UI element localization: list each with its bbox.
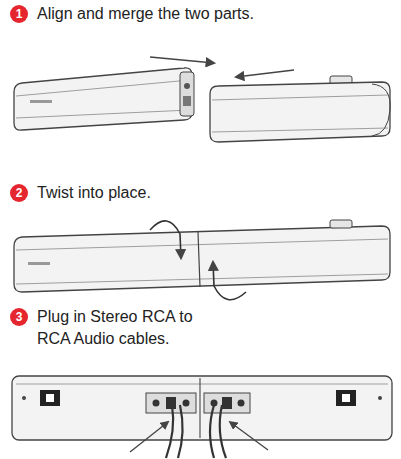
soundbar-merged — [14, 220, 390, 292]
step-instruction: Align and merge the two parts. — [37, 3, 397, 25]
soundbar-right-half — [210, 76, 390, 142]
step-instruction: Twist into place. — [37, 182, 397, 204]
soundbar-left-half — [14, 68, 194, 130]
step-instruction: Plug in Stereo RCA to RCA Audio cables. — [37, 306, 229, 350]
rca-cable — [166, 405, 226, 458]
step-number: 3 — [10, 308, 28, 326]
step-circle-fill — [10, 5, 28, 23]
step-circle-fill — [10, 308, 28, 326]
step-number-text: 3 — [16, 311, 23, 323]
push-arrow — [236, 70, 294, 77]
step-circle-fill — [10, 184, 28, 202]
step-number-text: 1 — [16, 8, 23, 20]
soundbar-rear-view — [12, 376, 392, 440]
twist-arrow — [150, 221, 181, 258]
step-number-text: 2 — [16, 187, 23, 199]
insert-arrow — [230, 422, 268, 450]
twist-arrow — [213, 262, 246, 300]
insert-arrow — [130, 422, 168, 452]
step-number: 1 — [10, 5, 28, 23]
step-number: 2 — [10, 184, 28, 202]
push-arrow — [150, 57, 214, 63]
